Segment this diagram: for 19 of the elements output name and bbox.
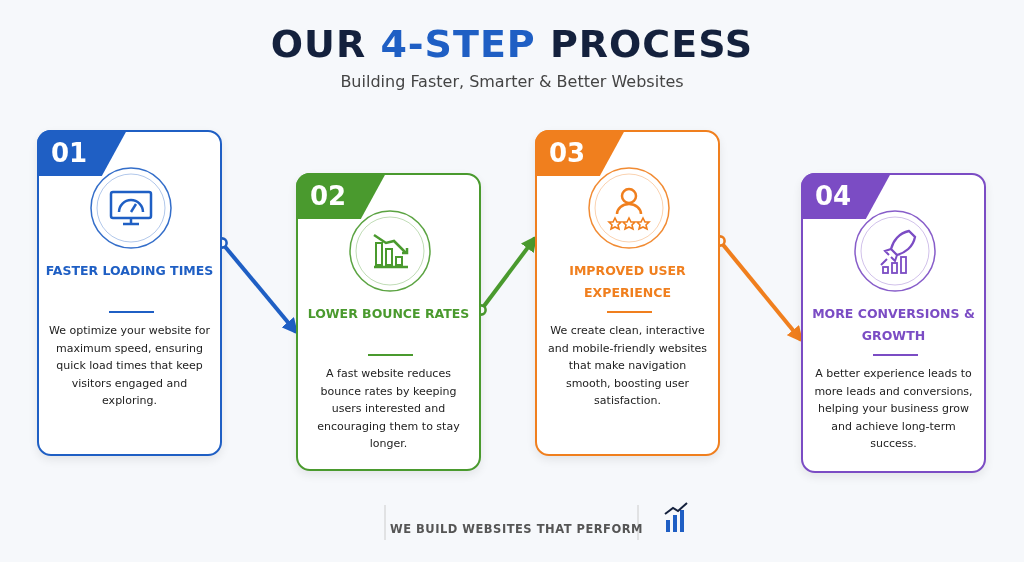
step-number: 03 xyxy=(535,130,625,176)
step-description: We create clean, interactive and mobile-friendly websites that make navigation smooth, boosting user satisfaction. xyxy=(547,323,708,409)
step-description: A better experience leads to more leads and conversions, helping your business grow and achieve long-term success. xyxy=(813,366,974,452)
step-number: 02 xyxy=(296,173,386,219)
step-card xyxy=(296,173,481,471)
tagline: WE BUILD WEBSITES THAT PERFORM xyxy=(390,522,644,536)
step-card xyxy=(535,130,720,456)
step-title: FASTER LOADING TIMES xyxy=(44,262,215,280)
step-description: We optimize your website for maximum speed, ensuring quick load times that keep visitors engaged and exploring. xyxy=(49,323,210,409)
subtitle: Building Faster, Smarter & Better Websites xyxy=(339,72,685,91)
step-title: LOWER BOUNCE RATES xyxy=(306,305,471,323)
step-description: A fast website reduces bounce rates by keeping users interested and encouraging them to stay longer. xyxy=(316,366,461,452)
step-title: MORE CONVERSIONS & GROWTH xyxy=(811,305,976,345)
step-number: 04 xyxy=(801,173,891,219)
step-card xyxy=(37,130,222,456)
title: OUR 4-STEP PROCESS xyxy=(269,22,755,66)
step-title: IMPROVED USER EXPERIENCE xyxy=(568,262,687,302)
step-card xyxy=(801,173,986,473)
step-number: 01 xyxy=(37,130,127,176)
